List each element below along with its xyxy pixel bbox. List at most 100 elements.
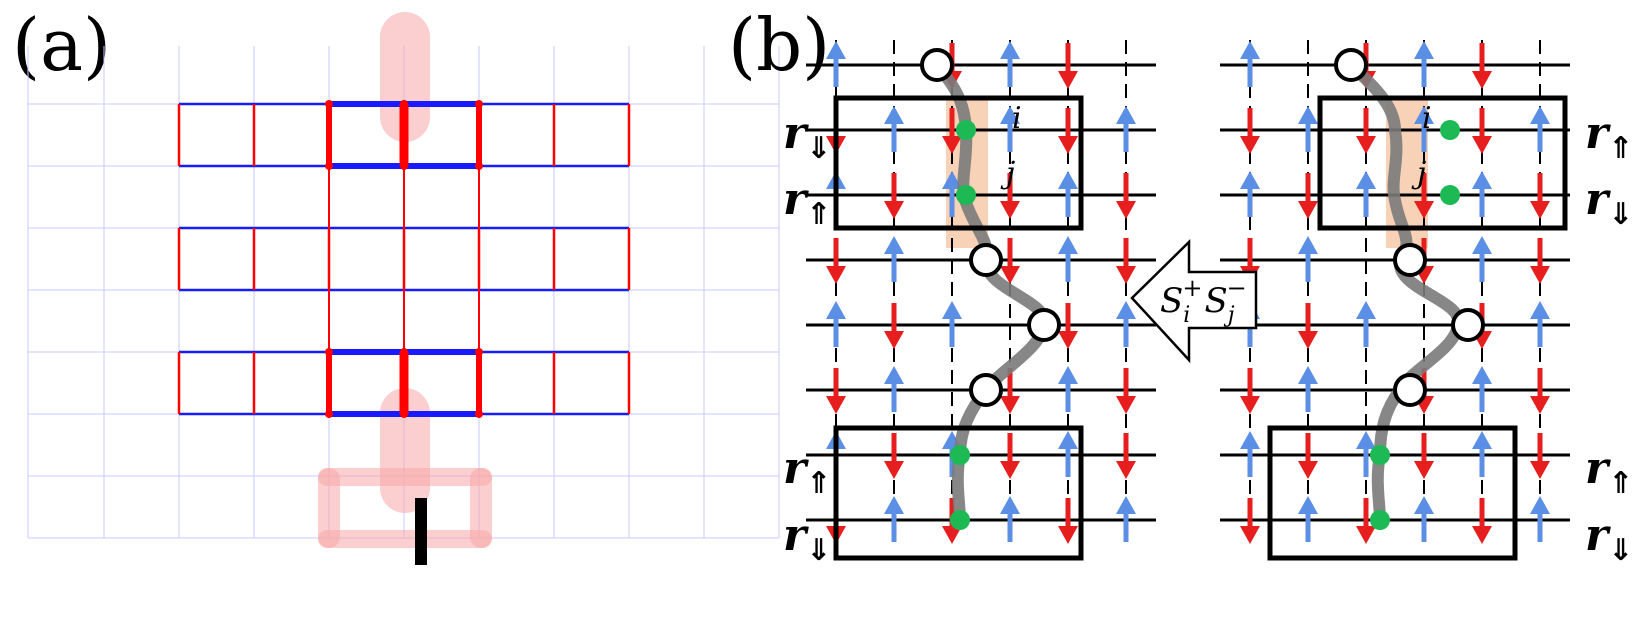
spin-up-head: [826, 41, 846, 59]
spin-up-head: [884, 496, 904, 514]
row-label-right-4: r⇓: [1585, 510, 1633, 568]
spin-down-head: [1298, 461, 1318, 479]
site-label-j: j: [1000, 156, 1015, 191]
region-box: [833, 95, 1084, 231]
lattice-node: [325, 348, 333, 356]
lattice-node: [325, 100, 333, 108]
left-row-labels: r⇓ r⇑ r⇑ r⇓: [783, 108, 831, 568]
lattice-node: [400, 162, 408, 170]
lattice-node: [325, 162, 333, 170]
spin-down-head: [1000, 201, 1020, 219]
spin-up-head: [1058, 366, 1078, 384]
row-label-left-4: r⇓: [783, 510, 831, 568]
spin-up-head: [1298, 236, 1318, 254]
spin-down-head: [1058, 331, 1078, 349]
spin-up-head: [1058, 431, 1078, 449]
spin-up-head: [1298, 496, 1318, 514]
spin-up-head: [1116, 496, 1136, 514]
spin-down-head: [1356, 526, 1376, 544]
spin-down-head: [826, 396, 846, 414]
spin-down-head: [1472, 526, 1492, 544]
spin-down-head: [1472, 71, 1492, 89]
region-box: [833, 425, 1084, 561]
lattice-node: [475, 162, 483, 170]
green-site: [1370, 445, 1390, 465]
hole-site: [969, 373, 1003, 407]
spin-down-head: [1058, 71, 1078, 89]
spin-up-head: [884, 236, 904, 254]
lattice-node: [475, 348, 483, 356]
spin-down-head: [826, 266, 846, 284]
spin-flip-operator-arrow: Si+Sj−: [1130, 239, 1258, 364]
spin-down-head: [1240, 526, 1260, 544]
spin-up-head: [1058, 171, 1078, 189]
row-label-right-1: r⇑: [1585, 108, 1633, 166]
spin-up-head: [1414, 496, 1434, 514]
row-label-right-2: r⇓: [1585, 174, 1633, 232]
green-site: [950, 445, 970, 465]
spin-up-head: [1240, 171, 1260, 189]
panel-a-strong-bonds: [177, 100, 631, 418]
spin-down-head: [1116, 266, 1136, 284]
spin-up-head: [1000, 106, 1020, 124]
spin-down-head: [1530, 266, 1550, 284]
shade-top-pill: [380, 12, 430, 142]
region-box: [1317, 95, 1568, 231]
green-site: [1440, 120, 1460, 140]
spin-down-head: [1116, 201, 1136, 219]
spin-up-head: [884, 106, 904, 124]
spin-down-head: [1240, 136, 1260, 154]
spin-up-head: [1000, 41, 1020, 59]
spin-up-head: [1298, 366, 1318, 384]
row-label-left-3: r⇑: [783, 443, 831, 501]
spin-up-head: [1356, 301, 1376, 319]
spin-down-head: [1356, 136, 1376, 154]
spin-down-head: [1116, 396, 1136, 414]
bond-marker: [415, 498, 427, 565]
spin-down-head: [942, 526, 962, 544]
lattice-left: [806, 40, 1156, 561]
spin-down-head: [884, 461, 904, 479]
spin-down-head: [1058, 526, 1078, 544]
row-label-left-1: r⇓: [783, 108, 831, 166]
spin-up-head: [942, 301, 962, 319]
hole-string-path: [930, 59, 1051, 526]
hole-site: [1393, 243, 1427, 277]
lattice-node: [400, 348, 408, 356]
panel-a: (a): [12, 3, 780, 565]
spin-up-head: [1530, 496, 1550, 514]
spin-up-head: [1116, 106, 1136, 124]
spin-up-head: [1414, 106, 1434, 124]
shade-bond-bottom: [318, 530, 492, 548]
spin-up-head: [1356, 171, 1376, 189]
spin-down-head: [1240, 396, 1260, 414]
spin-up-head: [1000, 496, 1020, 514]
green-site: [1440, 185, 1460, 205]
spin-down-head: [1414, 461, 1434, 479]
region-box: [1267, 425, 1518, 561]
hole-site: [1027, 308, 1061, 342]
spin-up-head: [942, 171, 962, 189]
spin-down-head: [1414, 201, 1434, 219]
hole-site: [1393, 373, 1427, 407]
spin-up-head: [1472, 236, 1492, 254]
spin-up-head: [1530, 301, 1550, 319]
spin-down-head: [942, 136, 962, 154]
spin-down-head: [1530, 461, 1550, 479]
right-row-labels: r⇑ r⇓ r⇑ r⇓: [1585, 108, 1633, 568]
spin-up-head: [1058, 236, 1078, 254]
spin-down-head: [1000, 266, 1020, 284]
spin-up-head: [1116, 301, 1136, 319]
panel-a-shaded-regions: [318, 12, 492, 548]
spin-down-head: [1116, 461, 1136, 479]
spin-up-head: [1414, 41, 1434, 59]
lattice-node: [400, 100, 408, 108]
green-site: [956, 120, 976, 140]
spin-down-head: [1298, 331, 1318, 349]
shade-bond-top: [318, 468, 492, 486]
row-label-right-3: r⇑: [1585, 443, 1633, 501]
operator-label: Si+Sj−: [1160, 274, 1247, 328]
lattice-node: [475, 410, 483, 418]
